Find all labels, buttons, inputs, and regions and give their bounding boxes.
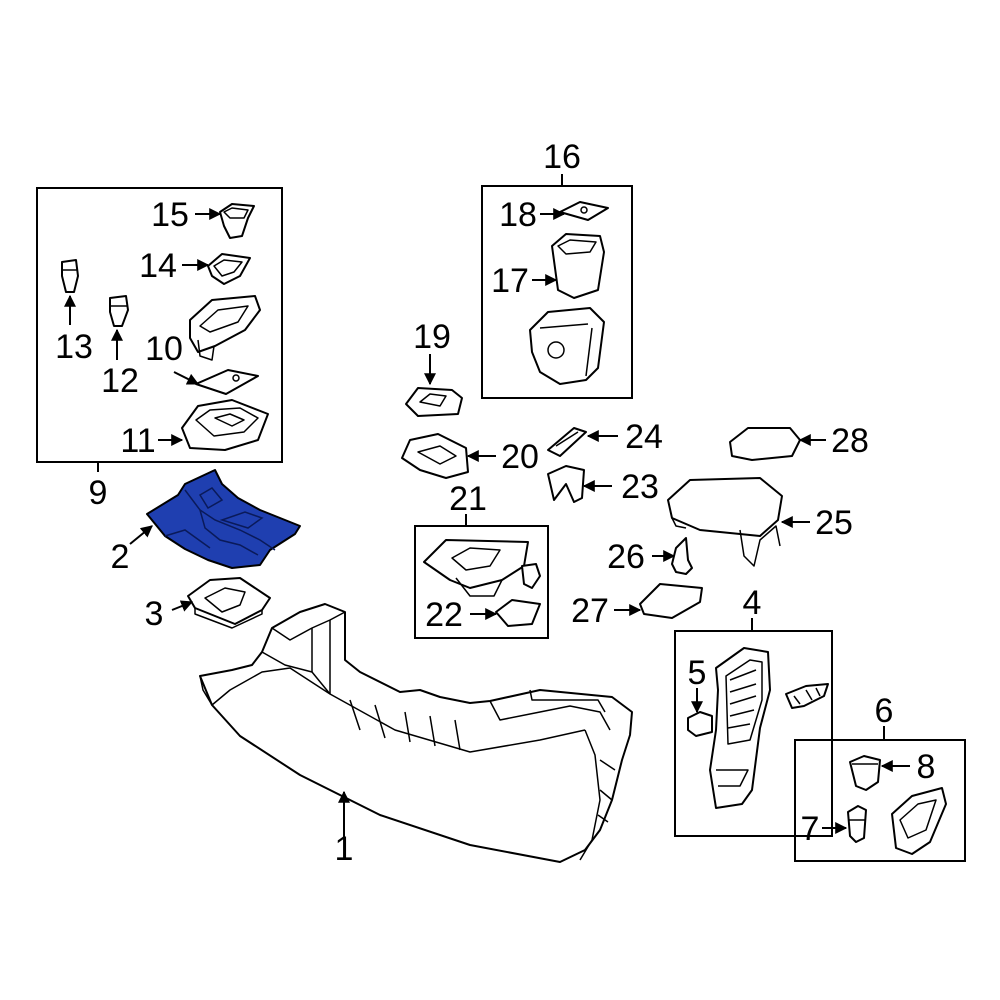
clip-part-12[interactable] xyxy=(109,295,129,327)
clip-part-13[interactable] xyxy=(61,259,79,293)
hinge-part-23[interactable] xyxy=(547,465,585,503)
callout-6: 6 xyxy=(875,692,894,730)
seal-part-22[interactable] xyxy=(495,599,541,627)
callout-13: 13 xyxy=(55,328,93,366)
liner-part-27[interactable] xyxy=(639,583,703,619)
callout-22: 22 xyxy=(425,596,463,634)
callout-28: 28 xyxy=(831,422,869,460)
clip-part-5[interactable] xyxy=(687,711,713,737)
mat-part-18[interactable] xyxy=(559,201,609,221)
callout-1: 1 xyxy=(335,830,354,868)
callout-16: 16 xyxy=(543,138,581,176)
shifter-trim-part-19[interactable] xyxy=(405,387,463,417)
side-bin-part[interactable] xyxy=(891,787,947,855)
callout-3: 3 xyxy=(145,595,164,633)
storage-housing-part[interactable] xyxy=(189,295,261,361)
rear-vent-panel-part[interactable] xyxy=(709,647,771,809)
callout-7: 7 xyxy=(801,810,820,848)
group-box-4 xyxy=(674,630,833,837)
callout-19: 19 xyxy=(413,318,451,356)
callout-10: 10 xyxy=(145,330,183,368)
pin-part-26[interactable] xyxy=(671,537,693,575)
vent-clip-part[interactable] xyxy=(785,683,829,709)
callout-15: 15 xyxy=(151,196,189,234)
group-box-21 xyxy=(414,525,549,639)
clip-part-7[interactable] xyxy=(847,805,867,843)
callout-20: 20 xyxy=(501,438,539,476)
callout-8: 8 xyxy=(917,748,936,786)
group-box-9 xyxy=(36,187,283,463)
callout-17: 17 xyxy=(491,262,529,300)
group-box-6 xyxy=(794,739,966,862)
armrest-lid-part-25[interactable] xyxy=(667,477,783,567)
callout-5: 5 xyxy=(688,654,707,692)
group-box-16 xyxy=(481,185,633,399)
callout-11: 11 xyxy=(120,422,155,460)
cup-insert-part-15[interactable] xyxy=(219,203,255,239)
latch-part-24[interactable] xyxy=(547,427,587,457)
callout-14: 14 xyxy=(139,247,177,285)
callout-4: 4 xyxy=(743,584,762,622)
shifter-base-part[interactable] xyxy=(423,539,529,597)
console-body-part[interactable] xyxy=(199,603,633,863)
callout-23: 23 xyxy=(621,468,659,506)
shifter-bracket-part-20[interactable] xyxy=(401,433,469,479)
shifter-bezel-part[interactable] xyxy=(187,577,271,629)
cup-holder-part-17[interactable] xyxy=(551,233,605,299)
callout-24: 24 xyxy=(625,418,663,456)
bushing-part[interactable] xyxy=(521,563,541,589)
callout-21: 21 xyxy=(449,480,487,518)
callout-25: 25 xyxy=(815,504,853,542)
callout-9: 9 xyxy=(89,474,108,512)
storage-tray-part-11[interactable] xyxy=(181,399,269,451)
armrest-pad-part-28[interactable] xyxy=(729,427,801,461)
callout-26: 26 xyxy=(607,538,645,576)
cup-holder-housing-part[interactable] xyxy=(529,307,605,385)
callout-2: 2 xyxy=(111,538,130,576)
insert-part-8[interactable] xyxy=(849,755,881,791)
mat-part-10[interactable] xyxy=(195,369,259,395)
console-trim-panel-part[interactable] xyxy=(146,469,301,569)
callout-27: 27 xyxy=(571,592,609,630)
tray-insert-part-14[interactable] xyxy=(207,253,251,285)
callout-12: 12 xyxy=(101,362,139,400)
callout-18: 18 xyxy=(499,196,537,234)
